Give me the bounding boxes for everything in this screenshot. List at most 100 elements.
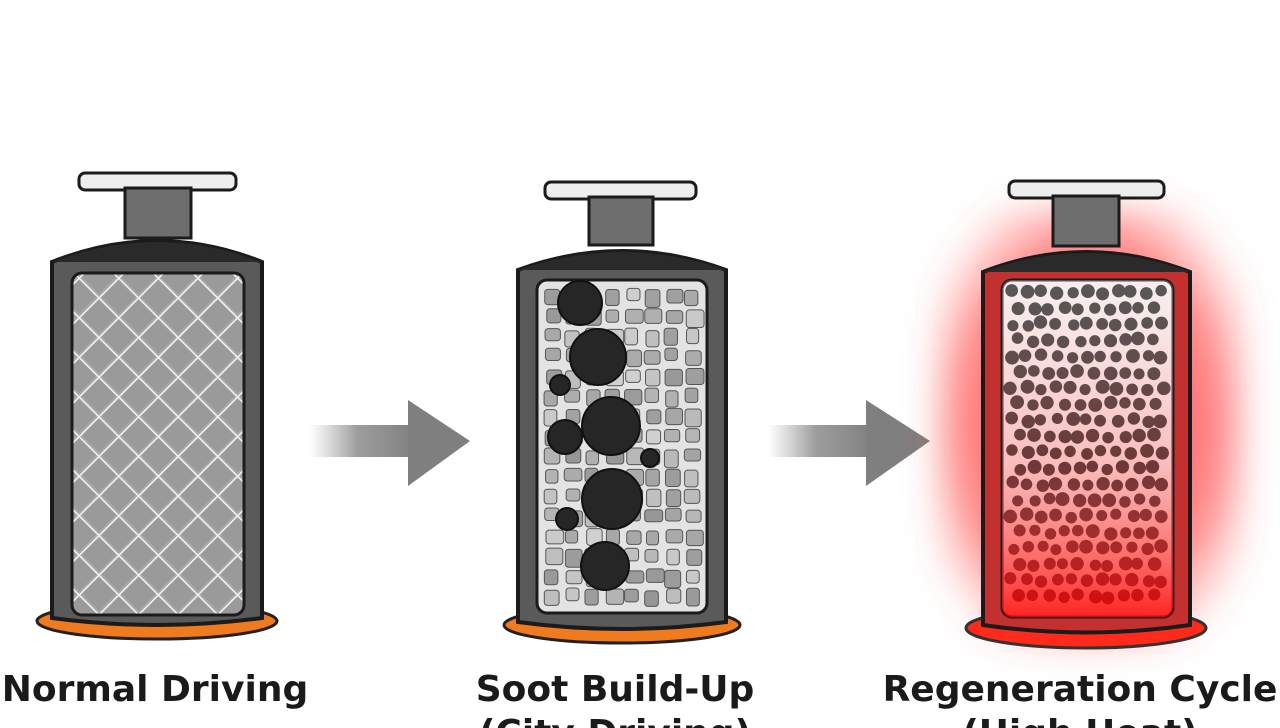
soot-cell [544,347,561,362]
soot-cell [685,569,700,584]
soot-cell [645,330,660,348]
stage-title: Regeneration Cycle [882,669,1278,710]
soot-cell [563,467,583,482]
soot-cell [685,368,705,385]
clean-filter-icon [35,171,279,641]
soot-cell [665,310,684,324]
soot-cell [623,388,643,406]
arrow-right-icon [310,400,470,486]
soot-cell [665,407,683,426]
soot-particle [581,468,643,530]
soot-cell [605,288,620,306]
soot-cell [565,529,579,544]
soot-cell [645,568,665,583]
stage-caption-soot-build-up: Soot Build-Up (City Driving) [460,668,770,728]
heat-overlay [1002,280,1173,617]
stage-caption-normal-driving: Normal Driving [0,668,310,728]
soot-cell [643,350,661,365]
stage-caption-regeneration-cycle: Regeneration Cycle (High Heat) [880,668,1280,728]
soot-cell [646,409,662,425]
soot-cell [664,347,678,361]
filter-neck [1051,194,1121,248]
clogged-filter-icon [502,180,742,645]
soot-cell [565,488,581,502]
soot-cell [543,589,560,606]
soot-cell [543,390,558,407]
soot-cell [683,488,701,504]
soot-cell [626,349,642,368]
soot-cell [683,289,699,307]
soot-cell [545,469,559,484]
soot-particle [557,280,603,326]
soot-cell [666,548,680,566]
stage-title: Soot Build-Up [475,669,755,710]
soot-cell [664,507,682,522]
soot-cell [645,468,660,487]
soot-cell [644,549,659,563]
soot-cell [545,529,565,545]
soot-cell [626,530,642,545]
soot-cell [686,549,703,566]
soot-cell [585,450,600,466]
filter-neck [587,195,655,247]
soot-cell [645,429,662,445]
soot-cell [685,309,705,328]
soot-cell [646,488,662,508]
soot-cell [625,369,641,383]
soot-cell [545,547,564,566]
soot-particle [547,419,583,455]
arrow-right-icon [768,400,930,486]
soot-cell [663,327,678,346]
soot-cell [565,570,583,585]
soot-particles [547,280,660,591]
soot-cell [644,387,659,403]
filter-neck [123,186,193,240]
soot-cell [564,548,583,568]
soot-cell [666,288,684,304]
soot-particle [580,541,630,591]
soot-cell [685,350,702,366]
soot-particle [569,328,627,386]
regenerating-filter-icon [935,179,1245,650]
soot-cell [685,509,702,523]
soot-cell [665,390,679,408]
soot-cell [686,327,700,345]
stage-subtitle: (City Driving) [460,712,770,728]
soot-cell [543,569,559,586]
filter-dome [518,252,726,270]
soot-cell [684,387,699,404]
soot-cell [644,308,663,324]
soot-cell [665,529,684,544]
soot-cell [544,328,561,342]
soot-cell [584,588,599,606]
soot-cell [543,488,558,505]
soot-cell [685,529,704,547]
soot-cell [684,469,699,488]
stage-subtitle: (High Heat) [880,712,1280,728]
soot-cell [683,448,702,462]
filter-dome [983,253,1190,272]
stage-title: Normal Driving [1,669,309,710]
soot-cell [666,588,682,604]
soot-cell [645,530,659,546]
soot-cell [664,468,681,487]
soot-cell [644,590,659,607]
soot-cell [685,587,700,607]
soot-cell [564,389,581,403]
soot-cell [624,588,639,603]
soot-cell [664,368,683,387]
soot-cell [565,587,580,602]
soot-cell [663,449,679,469]
soot-cell [685,428,701,443]
soot-cell [663,428,681,443]
soot-cell [644,509,664,523]
soot-cell [665,489,682,507]
soot-cell [664,569,682,589]
soot-cell [645,368,661,387]
filter-dome [52,242,262,262]
soot-cell [605,309,620,323]
soot-cell [644,289,661,308]
soot-particle [581,396,641,456]
soot-cell [624,308,644,324]
